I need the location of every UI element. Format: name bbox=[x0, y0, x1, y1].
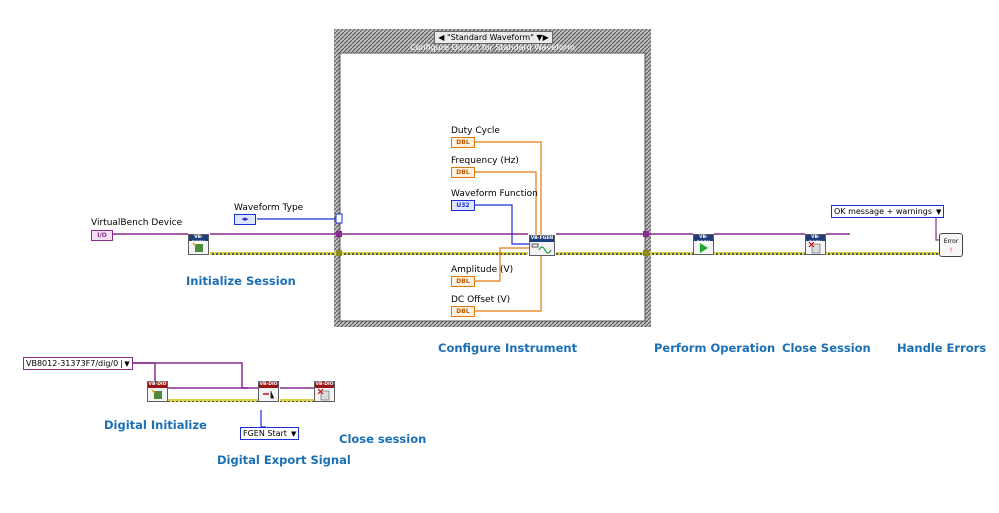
frequency-label: Frequency (Hz) bbox=[451, 156, 519, 166]
error-handler-icon: Error bbox=[943, 238, 959, 245]
step-label-close: Close Session bbox=[782, 341, 871, 355]
export-signal-dropdown[interactable]: FGEN Start▼ bbox=[240, 427, 300, 440]
play-icon bbox=[700, 243, 708, 253]
dio-export-signal-node[interactable]: VB-DIO bbox=[258, 381, 279, 402]
digital-session-wire bbox=[133, 362, 314, 389]
error-handler-node[interactable]: Error ! bbox=[939, 233, 963, 257]
digital-error-wire bbox=[168, 399, 314, 402]
initialize-icon bbox=[151, 389, 162, 399]
waveform-type-terminal[interactable]: ◂▸ bbox=[234, 214, 256, 225]
step-label-configure: Configure Instrument bbox=[438, 341, 578, 355]
case-structure[interactable] bbox=[334, 29, 651, 327]
dio-channel-control[interactable]: VB8012-31373F7/dig/0▼ bbox=[23, 357, 133, 370]
step-label-initialize: Initialize Session bbox=[186, 274, 296, 288]
step-label-handle-errors: Handle Errors bbox=[897, 341, 987, 355]
amplitude-label: Amplitude (V) bbox=[451, 265, 514, 275]
fgen-run-node[interactable]: VB-FGEN bbox=[693, 234, 714, 255]
step-label-digital-initialize: Digital Initialize bbox=[104, 418, 207, 432]
chevron-down-icon: ▼ bbox=[936, 208, 942, 216]
case-subdiagram-label: Configure Output for Standard Waveform bbox=[410, 43, 575, 52]
dio-close-node[interactable]: VB-DIO bbox=[314, 381, 335, 402]
dio-initialize-node[interactable]: VB-DIO bbox=[147, 381, 168, 402]
fgen-initialize-node[interactable]: VB-FGEN bbox=[188, 234, 209, 255]
case-prev-icon[interactable]: ◀ bbox=[438, 33, 445, 42]
amplitude-terminal[interactable]: DBL bbox=[451, 276, 475, 287]
fgen-close-node[interactable]: VB-FGEN bbox=[805, 234, 826, 255]
error-mode-dropdown[interactable]: OK message + warnings▼ bbox=[831, 205, 945, 218]
virtualbench-device-terminal[interactable]: I/O bbox=[91, 230, 113, 241]
export-signal-icon bbox=[263, 391, 274, 399]
dio-channel-value: VB8012-31373F7/dig/0 bbox=[26, 359, 119, 368]
step-label-digital-export: Digital Export Signal bbox=[217, 453, 351, 467]
error-mode-value: OK message + warnings bbox=[834, 207, 933, 216]
step-label-perform: Perform Operation bbox=[654, 341, 776, 355]
initialize-icon bbox=[192, 242, 203, 252]
case-next-icon[interactable]: ▼▶ bbox=[536, 33, 549, 42]
step-label-digital-close: Close session bbox=[339, 432, 427, 446]
chevron-down-icon: ▼ bbox=[290, 430, 297, 438]
dc-offset-terminal[interactable]: DBL bbox=[451, 306, 475, 317]
chevron-down-icon: ▼ bbox=[121, 360, 130, 368]
numeric-wires bbox=[474, 141, 542, 312]
duty-cycle-label: Duty Cycle bbox=[451, 126, 500, 136]
export-signal-value: FGEN Start bbox=[243, 429, 287, 438]
close-session-icon bbox=[317, 388, 330, 401]
waveform-function-terminal[interactable]: U32 bbox=[451, 200, 475, 211]
duty-cycle-terminal[interactable]: DBL bbox=[451, 137, 475, 148]
case-selector-value: "Standard Waveform" bbox=[446, 33, 534, 42]
waveform-function-label: Waveform Function bbox=[451, 189, 538, 199]
fgen-configure-standard-waveform-node[interactable]: VB-FGEN bbox=[529, 235, 555, 256]
waveform-type-label: Waveform Type bbox=[234, 203, 304, 213]
error-wire bbox=[210, 252, 939, 255]
case-selector[interactable]: ◀ "Standard Waveform" ▼▶ bbox=[434, 31, 553, 44]
close-session-icon bbox=[808, 241, 821, 254]
frequency-terminal[interactable]: DBL bbox=[451, 167, 475, 178]
dc-offset-label: DC Offset (V) bbox=[451, 295, 511, 305]
virtualbench-device-label: VirtualBench Device bbox=[91, 218, 183, 228]
sine-wave-icon bbox=[531, 243, 552, 254]
